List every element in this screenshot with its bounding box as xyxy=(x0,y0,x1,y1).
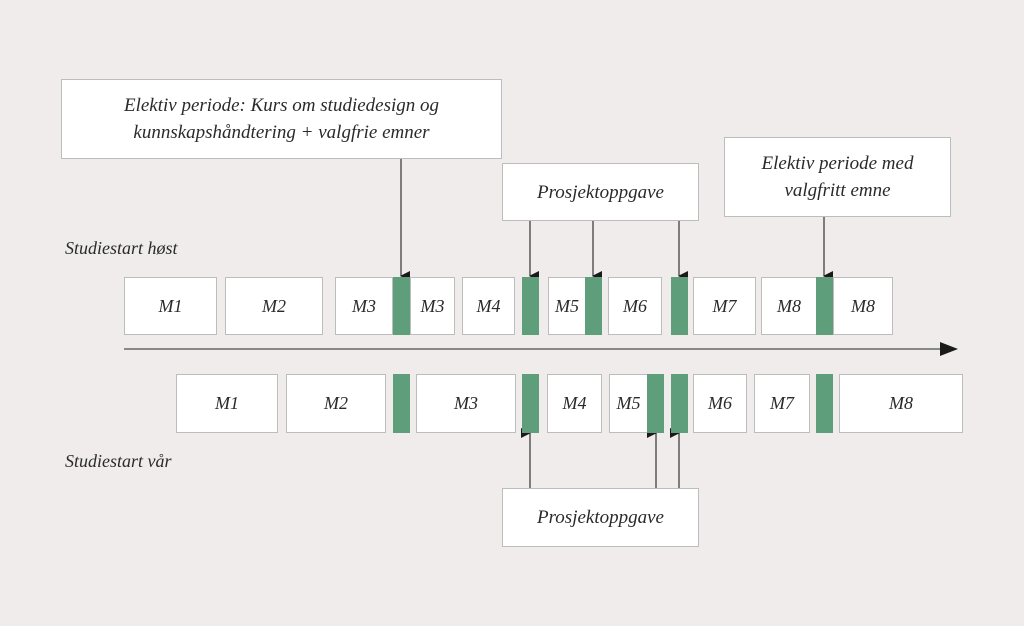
module-box: M3 xyxy=(416,374,516,433)
elective-period-bar xyxy=(816,374,833,433)
project-period-bar xyxy=(671,277,688,335)
module-box: M1 xyxy=(124,277,217,335)
module-box: M8 xyxy=(833,277,893,335)
project-period-bar xyxy=(647,374,664,433)
elective-period-bar xyxy=(393,277,410,335)
module-box: M7 xyxy=(693,277,756,335)
module-box: M8 xyxy=(839,374,963,433)
track-label-spring: Studiestart vår xyxy=(65,451,172,471)
track-label-autumn: Studiestart høst xyxy=(65,238,178,258)
module-box: M6 xyxy=(693,374,747,433)
project-period-bar xyxy=(522,374,539,433)
project-period-bar xyxy=(585,277,602,335)
callout-project-top: Prosjektoppgave xyxy=(502,163,699,221)
project-period-bar xyxy=(522,277,539,335)
module-box: M5 xyxy=(609,374,648,433)
module-box: M5 xyxy=(548,277,586,335)
module-box: M7 xyxy=(754,374,810,433)
callout-elective-course: Elektiv periode: Kurs om studiedesign og… xyxy=(61,79,502,159)
callout-elective-optional: Elektiv periode med valgfritt emne xyxy=(724,137,951,217)
module-box: M1 xyxy=(176,374,278,433)
module-box: M4 xyxy=(547,374,602,433)
project-period-bar xyxy=(671,374,688,433)
timeline-arrowhead xyxy=(940,342,958,356)
elective-period-bar xyxy=(816,277,833,335)
callout-project-bottom: Prosjektoppgave xyxy=(502,488,699,547)
module-box: M3 xyxy=(335,277,393,335)
module-box: M2 xyxy=(286,374,386,433)
module-box: M3 xyxy=(410,277,455,335)
module-box: M4 xyxy=(462,277,515,335)
module-box: M2 xyxy=(225,277,323,335)
module-box: M6 xyxy=(608,277,662,335)
module-box: M8 xyxy=(761,277,817,335)
elective-period-bar xyxy=(393,374,410,433)
